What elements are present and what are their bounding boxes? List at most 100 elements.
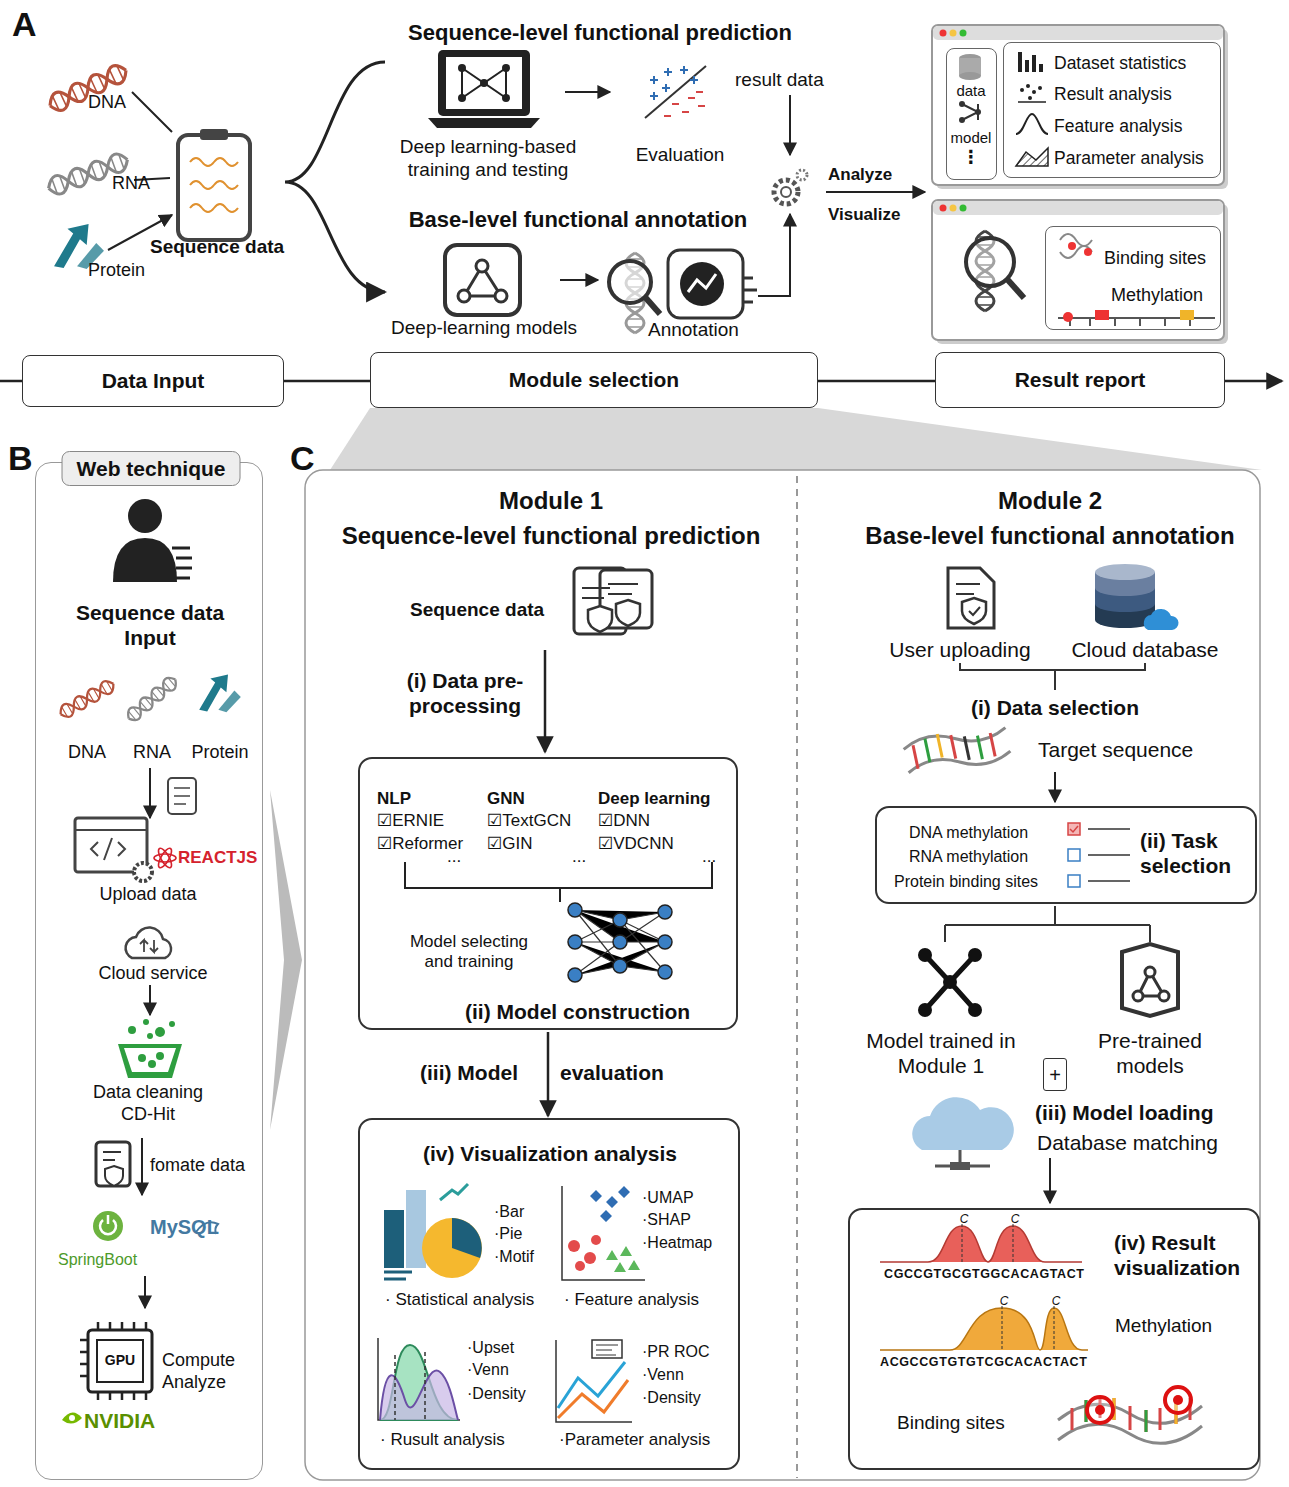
node-text: ☑Reformer (377, 834, 463, 854)
label: (iii) Model loading (1035, 1100, 1213, 1125)
node-text: Binding sites (1104, 248, 1206, 270)
label: fomate data (150, 1155, 245, 1177)
node-text: DNA methylation (909, 823, 1028, 842)
node-text: Data Input (102, 368, 205, 393)
label: User uploading (889, 637, 1030, 662)
label: Compute Analyze (162, 1350, 252, 1393)
label: Data cleaning CD-Hit (78, 1082, 218, 1125)
label: Model trained in Module 1 (866, 1028, 1016, 1078)
module-region: Module 1Sequence-level functional predic… (310, 478, 792, 1478)
label: Deep learning-based training and testing (381, 136, 596, 182)
node-text: ·Pie (494, 1224, 522, 1243)
node-text: Result report (1015, 367, 1146, 392)
node-text: Module selection (509, 367, 679, 392)
node-text: ·PR ROC (642, 1342, 710, 1361)
node-text: · Rusult analysis (380, 1430, 505, 1450)
node-text: Feature analysis (1054, 116, 1182, 137)
node-text: Protein binding sites (894, 872, 1038, 891)
node-text: + (1049, 1063, 1061, 1087)
node-text: (ii) Task selection (1140, 828, 1252, 878)
label: Upload data (99, 884, 196, 906)
label: A (12, 4, 37, 45)
panel-box: Web technique (35, 462, 263, 1480)
timeline-box: Data Input (22, 355, 284, 407)
label: Evaluation (636, 144, 725, 167)
node-text: ·Bar (494, 1202, 524, 1221)
node-text: ·Density (467, 1384, 526, 1403)
node-text: ·Motif (494, 1247, 534, 1266)
module2-art (880, 564, 1202, 1443)
node-text: ·Upset (467, 1338, 514, 1357)
label: Analyze (828, 165, 892, 185)
label: Sequence data (150, 236, 284, 259)
node-text: · Statistical analysis (385, 1290, 534, 1310)
node-text: Dataset statistics (1054, 53, 1186, 74)
node-text: ·Venn (467, 1360, 509, 1379)
label: Sequence data Input (55, 600, 245, 650)
panel-a-art (0, 25, 1282, 381)
node-text: ·SHAP (642, 1210, 691, 1229)
label: DNA (68, 742, 106, 764)
node-text: data (956, 82, 985, 100)
label: Database matching (1037, 1130, 1218, 1155)
label: Sequence-level functional prediction (408, 20, 792, 46)
node-text: Methylation (1115, 1315, 1212, 1338)
node-text: Result analysis (1054, 84, 1172, 105)
label: Cloud database (1071, 637, 1218, 662)
node-text: NLP (377, 789, 411, 809)
node-text: Module 1 (499, 487, 603, 516)
label: evaluation (560, 1060, 664, 1085)
node-text: ·Heatmap (642, 1233, 712, 1252)
label: result data (735, 69, 824, 92)
label: RNA (112, 173, 150, 195)
node-text: (ii) Model construction (465, 999, 690, 1024)
window-panel: Dataset statisticsResult analysisFeature… (1003, 42, 1221, 178)
node-text: Parameter analysis (1054, 148, 1204, 169)
module1-art (378, 568, 712, 1422)
node-text: C (1011, 1212, 1020, 1226)
node-text: ☑GIN (487, 834, 532, 854)
label: Cloud service (98, 963, 207, 985)
panel-c-frame (270, 408, 1262, 1480)
node-text: (iv) Result visualization (1114, 1230, 1254, 1280)
process-box: NLP☑ERNIE☑Reformer...GNN☑TextGCN☑GIN...D… (358, 757, 738, 1030)
node-text: ☑DNN (598, 811, 650, 831)
plus-box: + (1043, 1058, 1067, 1091)
label: Sequence data (410, 599, 544, 622)
node-text: C (1052, 1294, 1061, 1308)
label: Target sequence (1038, 737, 1193, 762)
label: (i) Data pre-processing (380, 668, 550, 718)
node-text: C (960, 1212, 969, 1226)
label: REACTJS (178, 848, 257, 868)
label: (iii) Model (420, 1060, 518, 1085)
label: Pre-trained models (1090, 1028, 1210, 1078)
node-text: ☑TextGCN (487, 811, 571, 831)
timeline-box: Module selection (370, 352, 818, 408)
label: Visualize (828, 205, 900, 225)
node-text: Binding sites (897, 1412, 1005, 1435)
connector (547, 1032, 550, 1116)
node-text: ·Density (642, 1388, 701, 1407)
node-text: ACGCCGTGTGTCGCACACTACT (880, 1355, 1087, 1370)
node-text: CGCCGTGCGTGGCACAGTACT (884, 1267, 1085, 1282)
label: Deep-learning models (391, 317, 577, 340)
label: Annotation (648, 319, 739, 342)
node-text: ·UMAP (642, 1188, 694, 1207)
label: (i) Data selection (971, 695, 1139, 720)
node-text: Model selecting and training (394, 932, 544, 973)
label: GPU (105, 1352, 135, 1369)
panel-b-art (57, 499, 241, 1424)
label: MySQL (150, 1215, 219, 1239)
node-text: ☑ERNIE (377, 811, 444, 831)
node-text: RNA methylation (909, 847, 1028, 866)
node-text: ... (447, 847, 461, 867)
window-panel: Binding sitesMethylation (1045, 226, 1221, 330)
process-box: (iv) Result visualizationCCCGCCGTGCGTGGC… (848, 1208, 1260, 1470)
node-text: ... (572, 847, 586, 867)
node-text: C (1000, 1294, 1009, 1308)
label: SpringBoot (58, 1250, 137, 1269)
node-text: model (951, 129, 992, 147)
label: B (8, 438, 33, 479)
